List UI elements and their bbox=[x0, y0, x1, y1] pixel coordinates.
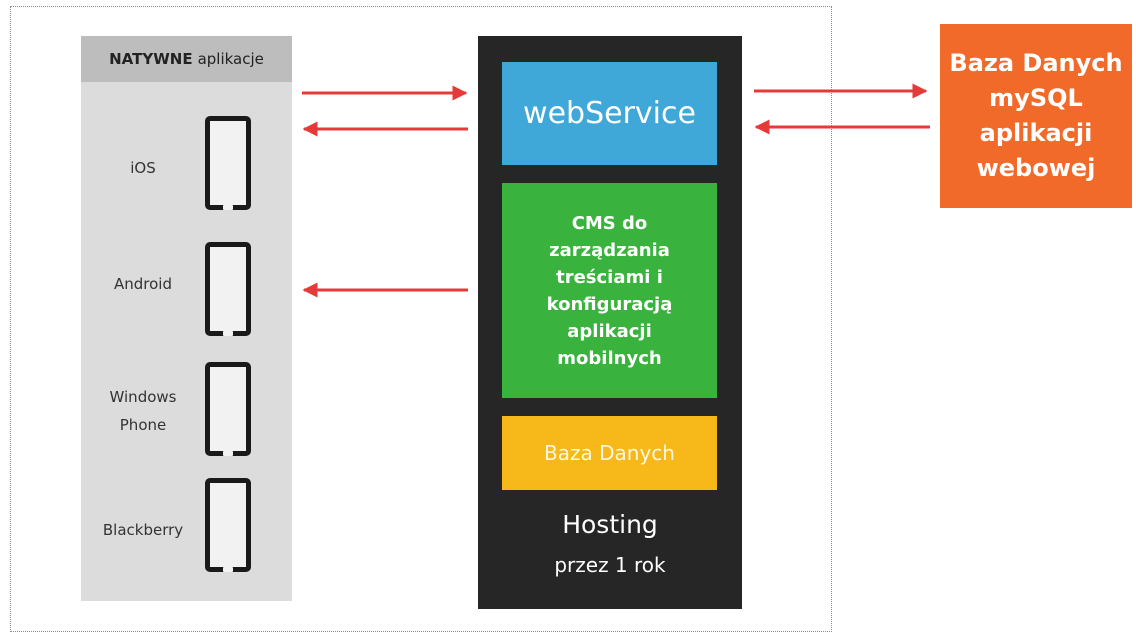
hosting-subtitle: przez 1 rok bbox=[554, 553, 666, 577]
platform-label-ios: iOS bbox=[130, 159, 156, 177]
phone-icon bbox=[205, 362, 251, 456]
external-database-box: Baza Danych mySQL aplikacji webowej bbox=[940, 24, 1132, 208]
native-apps-header: NATYWNE aplikacje bbox=[81, 36, 292, 82]
native-apps-panel bbox=[81, 36, 292, 601]
native-header-bold: NATYWNE bbox=[109, 50, 193, 68]
webservice-box: webService bbox=[502, 62, 717, 165]
cms-box: CMS do zarządzania treściami i konfigura… bbox=[502, 183, 717, 398]
diagram-frame bbox=[10, 6, 832, 632]
platform-label-blackberry: Blackberry bbox=[102, 521, 184, 539]
platform-label-windows-phone: Windows Phone bbox=[109, 388, 177, 434]
phone-icon bbox=[205, 242, 251, 336]
platform-label-android: Android bbox=[114, 275, 172, 293]
hosting-title: Hosting bbox=[562, 510, 658, 539]
phone-icon bbox=[205, 478, 251, 572]
native-header-rest: aplikacje bbox=[197, 50, 264, 68]
hosting-database-box: Baza Danych bbox=[502, 416, 717, 490]
phone-icon bbox=[205, 116, 251, 210]
